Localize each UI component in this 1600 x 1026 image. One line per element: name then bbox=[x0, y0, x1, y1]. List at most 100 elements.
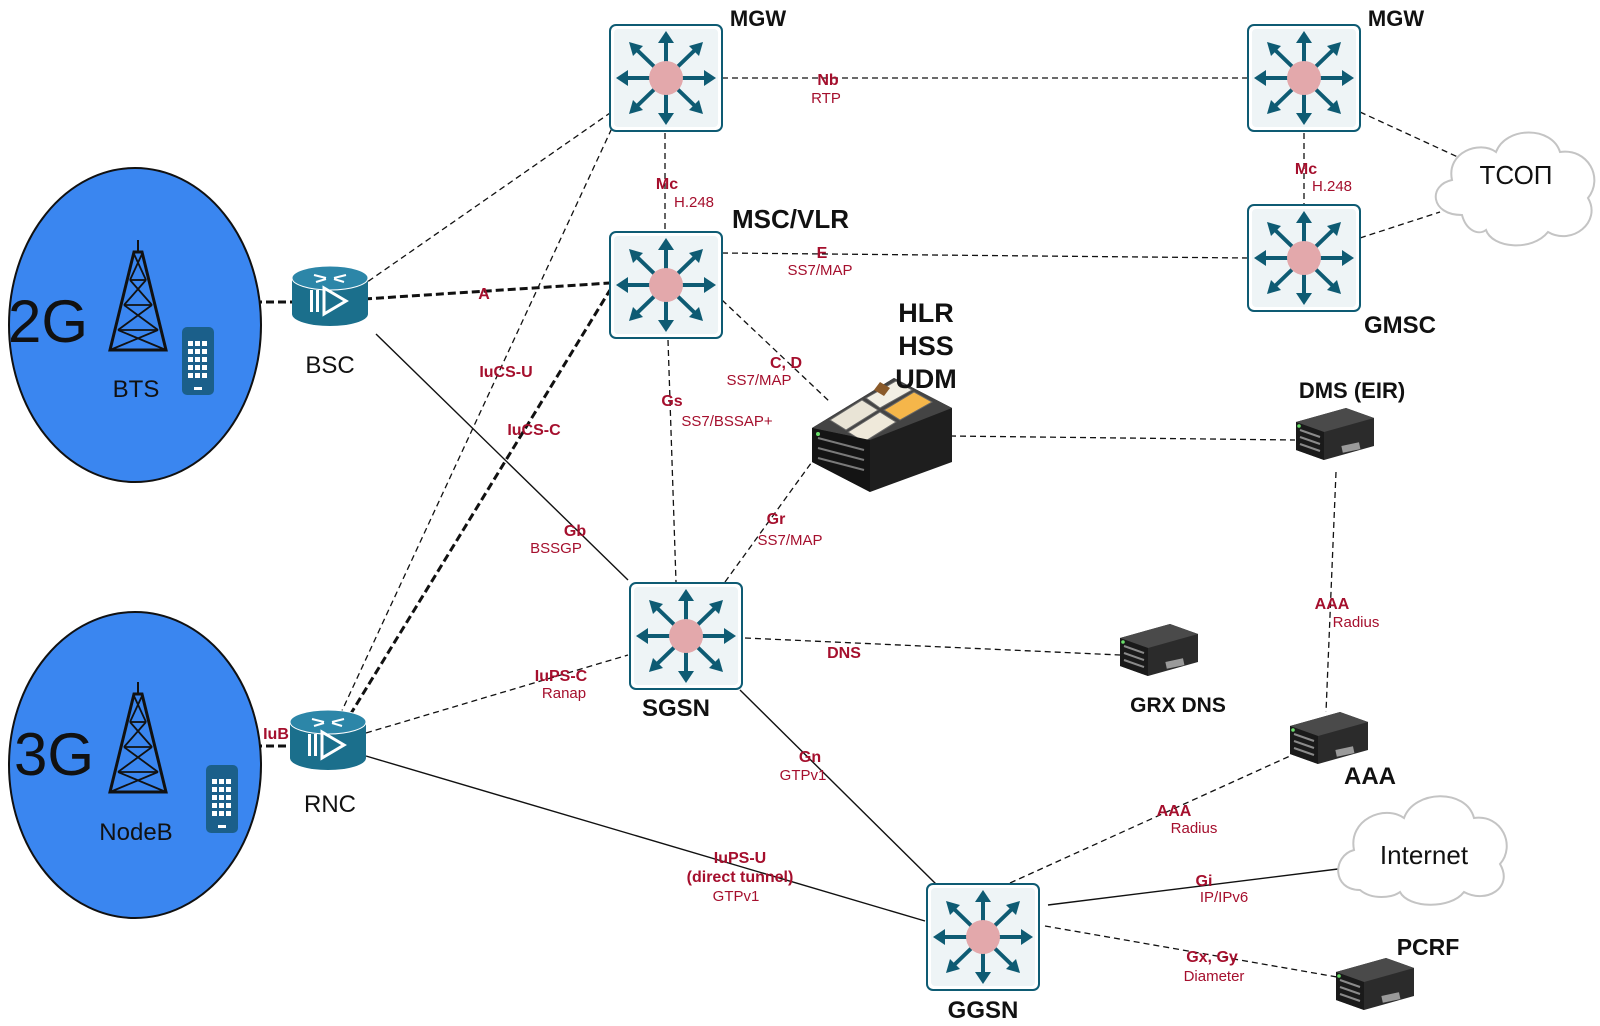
label-tsop: ТСОП bbox=[1480, 160, 1553, 190]
iface-nb-proto: RTP bbox=[811, 90, 841, 107]
server-icon bbox=[1119, 623, 1199, 677]
cell-2g-area bbox=[8, 167, 262, 483]
internet-cloud: Internet bbox=[1337, 795, 1508, 906]
iface-cd-proto: SS7/MAP bbox=[726, 372, 791, 389]
label-pcrf: PCRF bbox=[1397, 934, 1460, 960]
phone-icon bbox=[206, 765, 238, 833]
link-iups-c bbox=[365, 654, 629, 734]
iface-aaa-ggsn-proto: Radius bbox=[1171, 820, 1218, 837]
label-grx: GRX DNS bbox=[1130, 694, 1226, 717]
switch-icon bbox=[1246, 23, 1362, 133]
bsc-node: BSC bbox=[290, 264, 370, 379]
aaa-node: AAA bbox=[1289, 711, 1396, 790]
iface-iucs-c-name: IuCS-C bbox=[507, 422, 561, 439]
iface-nb-name: Nb bbox=[817, 72, 839, 89]
label-ggsn: GGSN bbox=[948, 997, 1019, 1024]
iface-iups-u-proto: GTPv1 bbox=[713, 888, 760, 905]
iface-gi-name: Gi bbox=[1196, 873, 1213, 890]
switch-icon bbox=[628, 581, 744, 691]
link-a bbox=[363, 281, 611, 301]
iface-gb-name: Gb bbox=[564, 523, 586, 540]
label-udm: UDM bbox=[895, 364, 957, 394]
server-icon bbox=[1335, 957, 1415, 1011]
link-gs bbox=[667, 339, 677, 583]
iface-aaa-dms-name: AAA bbox=[1315, 596, 1350, 613]
link-bsc-mgw bbox=[359, 112, 611, 288]
iface-e-name: E bbox=[817, 245, 828, 262]
pcrf-node: PCRF bbox=[1335, 934, 1460, 1011]
label-hlr: HLR bbox=[898, 298, 954, 328]
cell-2g: 2G BTS bbox=[8, 167, 262, 483]
link-aaa-dms bbox=[1325, 471, 1337, 713]
router-icon bbox=[290, 264, 370, 328]
tsop-cloud: ТСОП bbox=[1434, 131, 1596, 247]
iface-a-name: A bbox=[478, 286, 490, 303]
link-gn bbox=[739, 689, 939, 887]
label-2g: 2G bbox=[8, 288, 88, 355]
link-aaa-ggsn bbox=[1009, 755, 1291, 884]
cloud-icon bbox=[1337, 795, 1508, 906]
iface-cd-name: C, D bbox=[770, 355, 802, 372]
iface-mc2-name: Mc bbox=[1295, 161, 1317, 178]
connections bbox=[158, 77, 1461, 978]
iface-gn-name: Gn bbox=[799, 749, 821, 766]
iface-mc1-proto: H.248 bbox=[674, 194, 714, 211]
label-hss: HSS bbox=[898, 331, 954, 361]
sgsn-node: SGSN bbox=[628, 581, 744, 722]
iface-gr-name: Gr bbox=[767, 511, 786, 528]
iface-gxgy-name: Gx, Gy bbox=[1186, 949, 1238, 966]
label-mgw1: MGW bbox=[730, 6, 786, 31]
iface-iub-name: IuB bbox=[263, 726, 289, 743]
iface-iucs-u-name: IuCS-U bbox=[479, 364, 532, 381]
link-hlr-dms bbox=[949, 435, 1296, 441]
server-icon bbox=[1295, 407, 1375, 461]
interface-labels: Nb RTP Mc H.248 Mc H.248 E SS7/MAP A IuC… bbox=[263, 72, 1379, 985]
link-cd bbox=[721, 299, 831, 403]
iface-aaa-ggsn-name: AAA bbox=[1157, 803, 1192, 820]
label-bts: BTS bbox=[113, 376, 160, 403]
iface-mc1-name: Mc bbox=[656, 176, 678, 193]
label-msc: MSC/VLR bbox=[732, 204, 849, 234]
iface-gxgy-proto: Diameter bbox=[1184, 968, 1245, 985]
iface-iups-c-name: IuPS-C bbox=[535, 668, 588, 685]
phone-icon bbox=[182, 327, 214, 395]
iface-iups-u-name2: (direct tunnel) bbox=[687, 869, 794, 886]
hlr-node: HLR HSS UDM bbox=[812, 298, 957, 492]
mgw2-node: MGW bbox=[1246, 6, 1424, 133]
link-iups-u bbox=[365, 755, 926, 922]
server-icon bbox=[1289, 711, 1369, 765]
label-aaa: AAA bbox=[1344, 763, 1396, 790]
label-bsc: BSC bbox=[305, 352, 354, 379]
iface-dns-name: DNS bbox=[827, 645, 861, 662]
hlr-server-icon bbox=[812, 378, 952, 492]
link-gmsc-tsop bbox=[1359, 211, 1441, 239]
iface-iups-c-proto: Ranap bbox=[542, 685, 586, 702]
link-gr bbox=[724, 447, 823, 583]
gmsc-node: GMSC bbox=[1246, 203, 1436, 339]
label-internet: Internet bbox=[1380, 840, 1469, 870]
iface-gn-proto: GTPv1 bbox=[780, 767, 827, 784]
label-sgsn: SGSN bbox=[642, 695, 710, 722]
switch-icon bbox=[608, 230, 724, 340]
link-mgw2-tsop bbox=[1359, 111, 1461, 159]
iface-gs-name: Gs bbox=[661, 393, 682, 410]
link-iucs-u bbox=[339, 127, 613, 716]
iface-aaa-dms-proto: Radius bbox=[1333, 614, 1380, 631]
ggsn-node: GGSN bbox=[925, 882, 1041, 1024]
iface-e-proto: SS7/MAP bbox=[787, 262, 852, 279]
iface-gi-proto: IP/IPv6 bbox=[1200, 889, 1248, 906]
iface-iups-u-name: IuPS-U bbox=[714, 850, 766, 867]
switch-icon bbox=[1246, 203, 1362, 313]
label-dms: DMS (EIR) bbox=[1299, 378, 1405, 403]
rnc-node: RNC bbox=[288, 708, 368, 818]
msc-node: MSC/VLR bbox=[608, 204, 849, 340]
mgw1-node: MGW bbox=[608, 6, 786, 133]
label-nodeb: NodeB bbox=[99, 819, 172, 846]
switch-icon bbox=[608, 23, 724, 133]
dms-node: DMS (EIR) bbox=[1295, 378, 1405, 461]
switch-icon bbox=[925, 882, 1041, 992]
link-dns bbox=[744, 637, 1121, 656]
grx-node: GRX DNS bbox=[1119, 623, 1226, 717]
iface-gr-proto: SS7/MAP bbox=[757, 532, 822, 549]
